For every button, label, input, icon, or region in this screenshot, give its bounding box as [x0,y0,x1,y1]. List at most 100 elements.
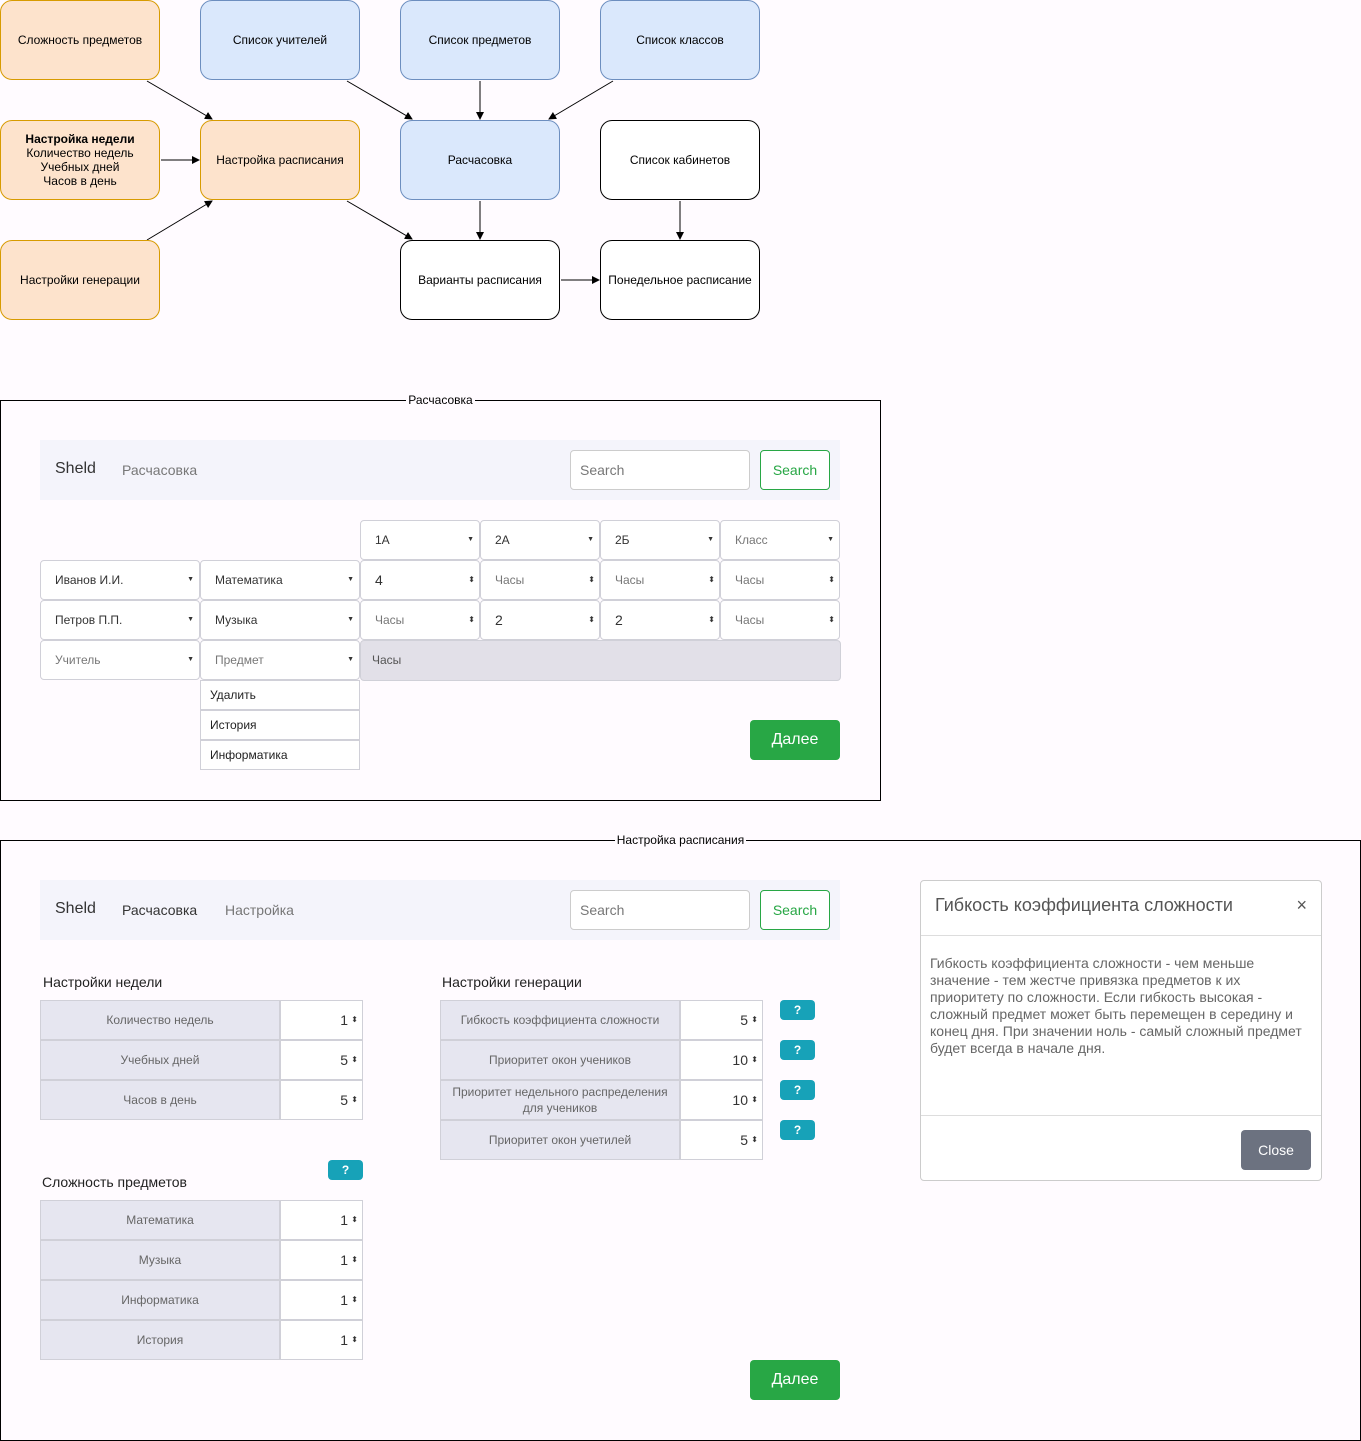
arrow [146,200,213,241]
caret-down-icon: ▼ [187,576,194,583]
subject-select[interactable]: Музыка▼ [200,600,360,640]
generation-label: Приоритет недельного распределения для у… [440,1080,680,1120]
close-button[interactable]: Close [1241,1130,1311,1170]
teacher-select[interactable]: Иванов И.И. ▼ [40,560,200,600]
complexity-value: 1 [340,1332,348,1348]
hours-value: 2 [495,612,503,628]
help-button[interactable]: ? [780,1080,815,1100]
complexity-number-input[interactable]: 1⬍ [280,1280,363,1320]
teacher-select-new[interactable]: Учитель ▼ [40,640,200,680]
spinner-icon: ⬍ [468,615,475,624]
nav-link-raschasovka[interactable]: Расчасовка [122,462,198,478]
nav-link-settings[interactable]: Настройка [225,902,294,918]
frame-title: Настройка расписания [614,833,747,847]
dropdown-item-delete[interactable]: Удалить [200,680,360,710]
node-label: Список учителей [232,33,328,47]
generation-number-input[interactable]: 5⬍ [680,1120,763,1160]
hours-input[interactable]: Часы⬍ [720,600,840,640]
help-button[interactable]: ? [780,1040,815,1060]
dropdown-item[interactable]: Информатика [200,740,360,770]
generation-number-input[interactable]: 10⬍ [680,1080,763,1120]
subject-label: Музыка [40,1240,280,1280]
hours-disabled-row: Часы [360,640,841,681]
subject-placeholder: Предмет [215,653,264,667]
node-line: Количество недель [26,146,134,160]
class-select[interactable]: 2Б ▼ [600,520,720,560]
caret-down-icon: ▼ [347,656,354,663]
node-label: Сложность предметов [17,33,143,47]
caret-down-icon: ▼ [827,536,834,543]
node-line: Учебных дней [40,160,120,174]
modal-divider [921,1115,1321,1116]
hours-placeholder: Часы [615,573,645,587]
generation-label: Приоритет окон учеников [440,1040,680,1080]
search-button[interactable]: Search [760,890,830,930]
generation-number-input[interactable]: 5⬍ [680,1000,763,1040]
node-subjects: Список предметов [400,0,560,80]
spinner-icon: ⬍ [588,615,595,624]
complexity-number-input[interactable]: 1⬍ [280,1320,363,1360]
help-button[interactable]: ? [780,1000,815,1020]
teacher-placeholder: Учитель [55,653,101,667]
hours-input[interactable]: Часы⬍ [600,560,720,600]
close-icon[interactable]: × [1296,895,1307,915]
spinner-icon: ⬍ [828,615,835,624]
spinner-icon: ⬍ [708,615,715,624]
complexity-number-input[interactable]: 1⬍ [280,1240,363,1280]
diagram-arrows [146,80,684,284]
hours-input[interactable]: Часы⬍ [360,600,480,640]
hours-value: 4 [375,572,383,588]
node-label: Настройки генерации [20,273,140,287]
hours-input[interactable]: 4⬍ [360,560,480,600]
node-variants: Варианты расписания [400,240,560,320]
next-button[interactable]: Далее [750,720,840,760]
class-value: 2Б [615,533,630,547]
arrow [146,80,213,120]
brand[interactable]: Sheld [55,900,96,917]
class-select-new[interactable]: Класс ▼ [720,520,840,560]
generation-number-input[interactable]: 10⬍ [680,1040,763,1080]
generation-value: 10 [732,1052,748,1068]
caret-down-icon: ▼ [467,536,474,543]
modal-title: Гибкость коэффициента сложности [935,895,1233,915]
setting-value: 5 [340,1052,348,1068]
help-button[interactable]: ? [780,1120,815,1140]
help-button[interactable]: ? [328,1160,363,1180]
subject-select[interactable]: Математика▼ [200,560,360,600]
teacher-value: Петров П.П. [55,613,123,627]
navbar: Sheld Расчасовка Настройка Search Search [40,880,840,940]
setting-number-input[interactable]: 5⬍ [280,1080,363,1120]
setting-number-input[interactable]: 5⬍ [280,1040,363,1080]
caret-down-icon: ▼ [187,656,194,663]
hours-input[interactable]: Часы⬍ [480,560,600,600]
setting-number-input[interactable]: 1⬍ [280,1000,363,1040]
subject-select-new[interactable]: Предмет ▼ [200,640,360,680]
search-input[interactable]: Search [570,450,750,490]
hours-input[interactable]: 2⬍ [480,600,600,640]
hours-input[interactable]: 2⬍ [600,600,720,640]
nav-link-raschasovka[interactable]: Расчасовка [122,902,198,918]
subject-value: Математика [215,573,283,587]
hours-disabled-label: Часы [372,653,402,667]
frame-title: Расчасовка [406,393,475,407]
spinner-icon: ⬍ [351,1215,358,1224]
class-select[interactable]: 2А▼ [480,520,600,560]
section-title-generation: Настройки генерации [442,974,582,990]
caret-down-icon: ▼ [707,536,714,543]
search-button[interactable]: Search [760,450,830,490]
teacher-value: Иванов И.И. [55,573,124,587]
generation-label: Приоритет окон учетилей [440,1120,680,1160]
complexity-number-input[interactable]: 1⬍ [280,1200,363,1240]
complexity-value: 1 [340,1292,348,1308]
teacher-select[interactable]: Петров П.П.▼ [40,600,200,640]
next-button[interactable]: Далее [750,1360,840,1400]
search-input[interactable]: Search [570,890,750,930]
caret-down-icon: ▼ [347,616,354,623]
brand[interactable]: Sheld [55,460,96,477]
hours-input[interactable]: Часы⬍ [720,560,840,600]
node-label: Список классов [636,33,724,47]
class-placeholder: Класс [735,533,768,547]
class-select[interactable]: 1А▼ [360,520,480,560]
dropdown-item[interactable]: История [200,710,360,740]
class-value: 2А [495,533,510,547]
